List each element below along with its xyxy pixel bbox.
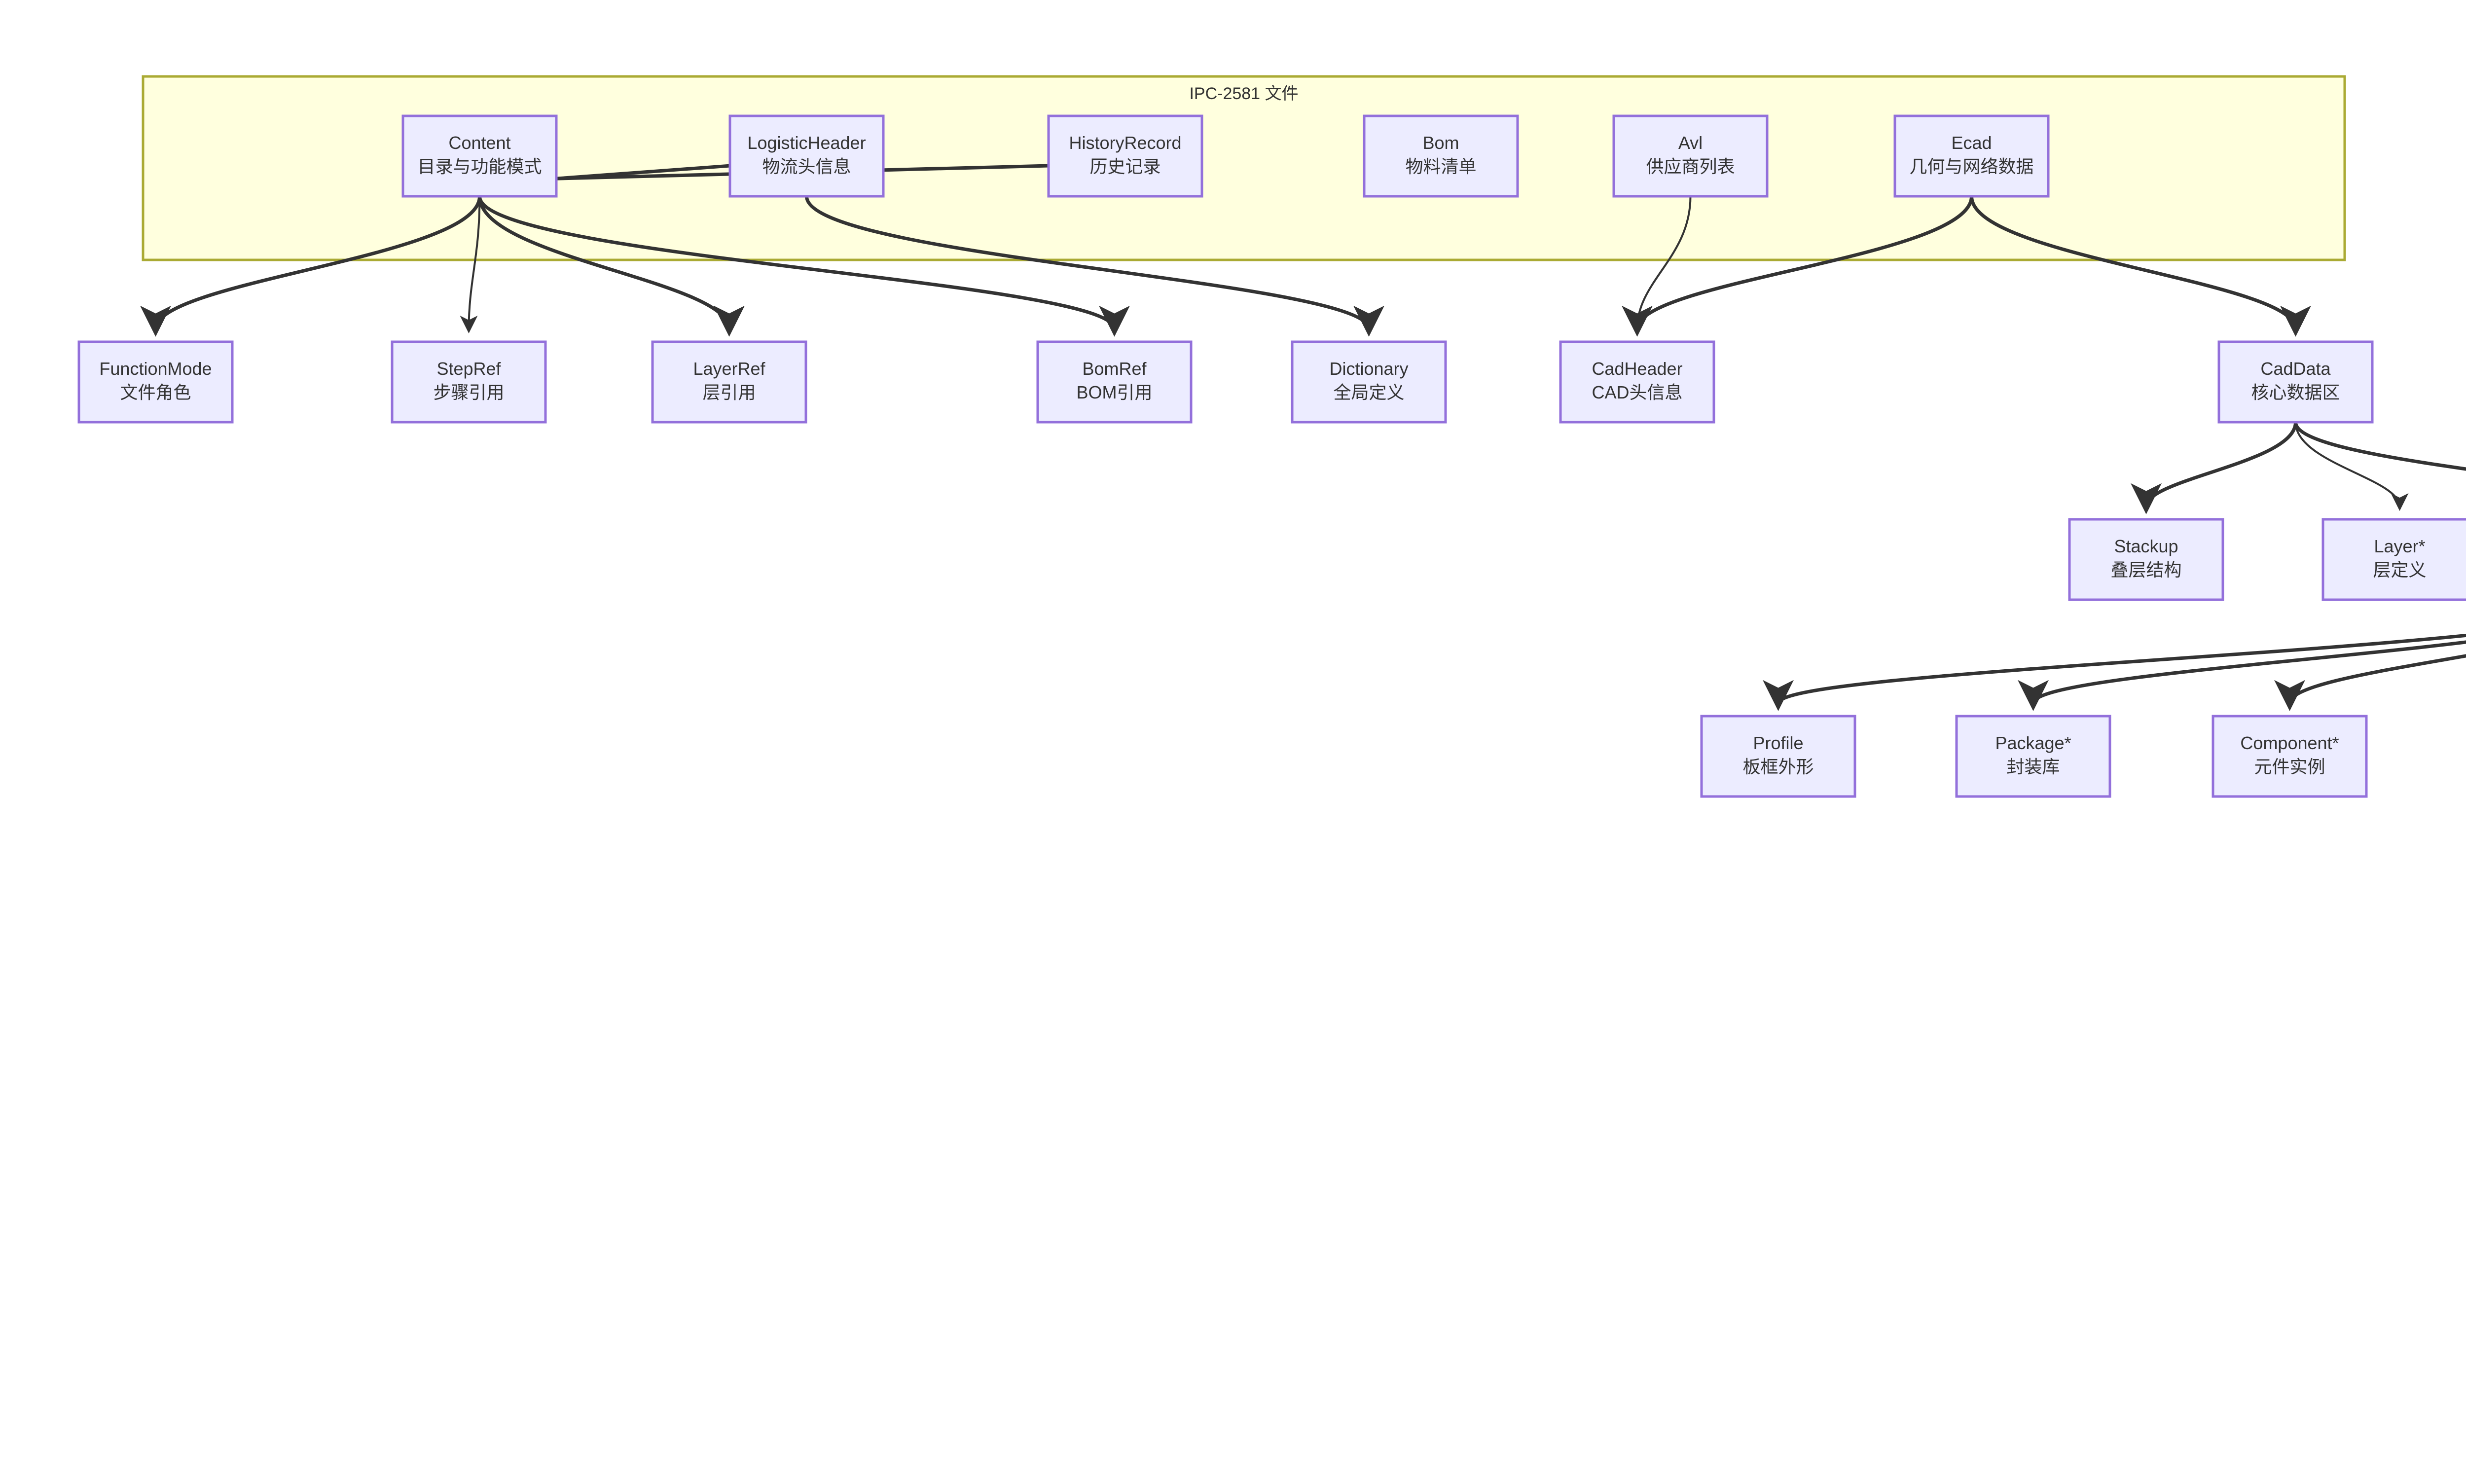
node-label-functionmode-1: 文件角色: [120, 382, 191, 402]
node-avl[interactable]: Avl 供应商列表: [1612, 114, 1769, 198]
node-label-dictionary-1: 全局定义: [1333, 382, 1404, 402]
node-label-logisticheader-1: 物流头信息: [762, 156, 851, 177]
node-layer: Content 目录与功能模式 LogisticHeader 物流头信息 History…: [77, 114, 2466, 798]
node-historyrecord[interactable]: HistoryRecord 历史记录: [1047, 114, 1203, 198]
node-label-package-0: Package*: [1995, 733, 2071, 753]
node-label-ecad-0: Ecad: [1951, 133, 1992, 153]
node-bom[interactable]: Bom 物料清单: [1363, 114, 1519, 198]
node-content[interactable]: Content 目录与功能模式: [401, 114, 558, 198]
node-label-stackup-1: 叠层结构: [2110, 560, 2181, 580]
node-label-ecad-1: 几何与网络数据: [1909, 156, 2033, 177]
node-label-content-0: Content: [448, 133, 510, 153]
node-label-layerref-1: 层引用: [702, 382, 756, 402]
node-label-layer-0: Layer*: [2374, 536, 2425, 556]
node-label-historyrecord-1: 历史记录: [1089, 156, 1160, 177]
node-dictionary[interactable]: Dictionary 全局定义: [1291, 340, 1447, 424]
node-label-stepref-0: StepRef: [436, 359, 501, 379]
node-label-logisticheader-0: LogisticHeader: [747, 133, 866, 153]
edge-caddata-to-step: [2294, 422, 2466, 471]
node-label-dictionary-0: Dictionary: [1329, 359, 1408, 379]
edge-step-to-profile: [1763, 633, 2466, 711]
node-label-bom-1: 物料清单: [1405, 156, 1476, 177]
node-label-historyrecord-0: HistoryRecord: [1069, 133, 1181, 153]
node-logisticheader[interactable]: LogisticHeader 物流头信息: [728, 114, 885, 198]
node-label-caddata-0: CadData: [2260, 359, 2331, 379]
node-label-package-1: 封装库: [2006, 757, 2060, 777]
node-caddata[interactable]: CadData 核心数据区: [2217, 340, 2374, 424]
edge-content-to-layerref: [478, 196, 745, 337]
node-label-profile-1: 板框外形: [1742, 757, 1813, 777]
edge-layer: [140, 164, 2466, 711]
edge-content-to-functionmode: [140, 196, 481, 337]
node-label-stepref-1: 步骤引用: [433, 382, 504, 402]
node-label-bom-0: Bom: [1422, 133, 1459, 153]
edge-content-to-bomref: [478, 196, 1130, 337]
node-ecad[interactable]: Ecad 几何与网络数据: [1893, 114, 2050, 198]
node-layerref[interactable]: LayerRef 层引用: [651, 340, 807, 424]
node-label-avl-1: 供应商列表: [1646, 156, 1735, 177]
node-label-cadheader-1: CAD头信息: [1592, 382, 1682, 402]
node-label-stackup-0: Stackup: [2114, 536, 2178, 556]
node-package[interactable]: Package* 封装库: [1955, 715, 2111, 798]
cluster-title: IPC-2581 文件: [1189, 84, 1298, 103]
edge-ecad-to-caddata: [1970, 196, 2311, 337]
node-label-component-1: 元件实例: [2254, 757, 2325, 777]
node-label-component-0: Component*: [2240, 733, 2339, 753]
node-component[interactable]: Component* 元件实例: [2212, 715, 2368, 798]
node-stepref[interactable]: StepRef 步骤引用: [391, 340, 547, 424]
node-label-content-1: 目录与功能模式: [417, 156, 542, 177]
node-layer[interactable]: Layer* 层定义: [2321, 518, 2466, 601]
node-functionmode[interactable]: FunctionMode 文件角色: [77, 340, 234, 424]
node-profile[interactable]: Profile 板框外形: [1700, 715, 1856, 798]
node-label-functionmode-0: FunctionMode: [99, 359, 212, 379]
node-label-cadheader-0: CadHeader: [1592, 359, 1682, 379]
node-label-bomref-0: BomRef: [1082, 359, 1147, 379]
edge-caddata-to-stackup: [2131, 422, 2297, 514]
edge-caddata-to-layer: [2294, 422, 2409, 511]
edge-content-to-stepref: [460, 196, 481, 333]
node-stackup[interactable]: Stackup 叠层结构: [2068, 518, 2224, 601]
node-label-profile-0: Profile: [1753, 733, 1803, 753]
node-label-caddata-1: 核心数据区: [2251, 382, 2340, 402]
edge-step-to-component: [2274, 654, 2466, 711]
node-label-layer-1: 层定义: [2373, 560, 2426, 580]
node-label-layerref-0: LayerRef: [693, 359, 765, 379]
edge-logisticheader-to-dictionary: [805, 196, 1384, 337]
node-label-bomref-1: BOM引用: [1076, 382, 1152, 402]
node-label-avl-0: Avl: [1678, 133, 1703, 153]
edge-ecad-to-cadheader: [1622, 196, 1973, 337]
edge-step-to-package: [2018, 640, 2466, 711]
